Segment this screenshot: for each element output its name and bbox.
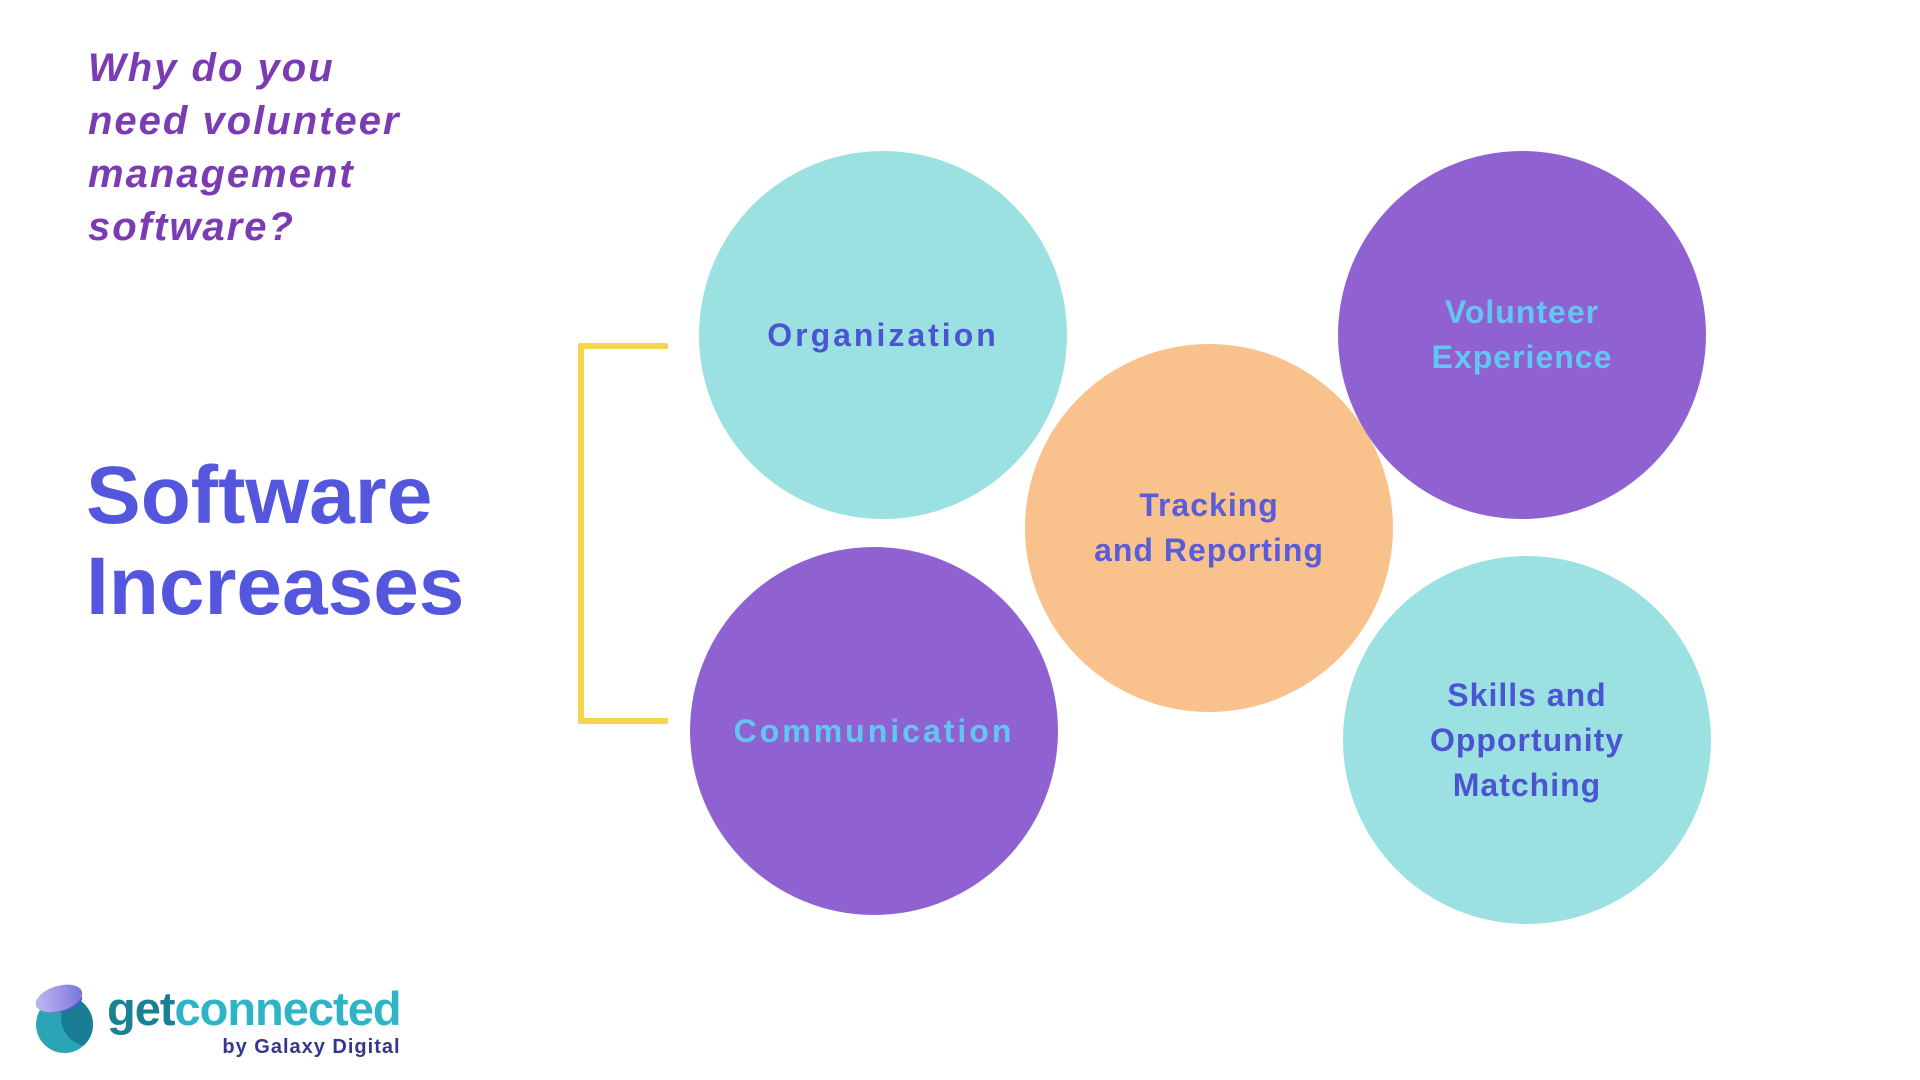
circle-organization: Organization xyxy=(699,151,1067,519)
circle-skills-opportunity-matching-label: Skills and Opportunity Matching xyxy=(1429,676,1625,803)
circle-skills-opportunity-matching: Skills and Opportunity Matching xyxy=(1343,556,1711,924)
circle-communication: Communication xyxy=(690,547,1058,915)
circle-volunteer-experience: Volunteer Experience xyxy=(1338,151,1706,519)
circle-organization-label: Organization xyxy=(767,316,999,353)
circle-tracking-and-reporting-label: Tracking and Reporting xyxy=(1094,487,1324,568)
question-heading: Why do you need volunteer management sof… xyxy=(88,46,401,249)
logo-wordmark-connected: connected xyxy=(174,982,402,1035)
logo-wordmark-get: get xyxy=(107,982,175,1035)
circle-tracking-and-reporting: Tracking and Reporting xyxy=(1025,344,1393,712)
circle-communication-label: Communication xyxy=(733,712,1015,749)
logo-byline: by Galaxy Digital xyxy=(222,1036,401,1058)
logo-wordmark: getconnected xyxy=(107,982,402,1035)
main-title: Software Increases xyxy=(86,450,465,632)
logo-text-block: getconnected by Galaxy Digital xyxy=(107,982,402,1059)
getconnected-logo: getconnected by Galaxy Digital xyxy=(32,979,402,1059)
getconnected-globe-icon xyxy=(32,979,99,1054)
circle-volunteer-experience-label: Volunteer Experience xyxy=(1431,294,1613,375)
bracket-connector xyxy=(578,343,668,724)
